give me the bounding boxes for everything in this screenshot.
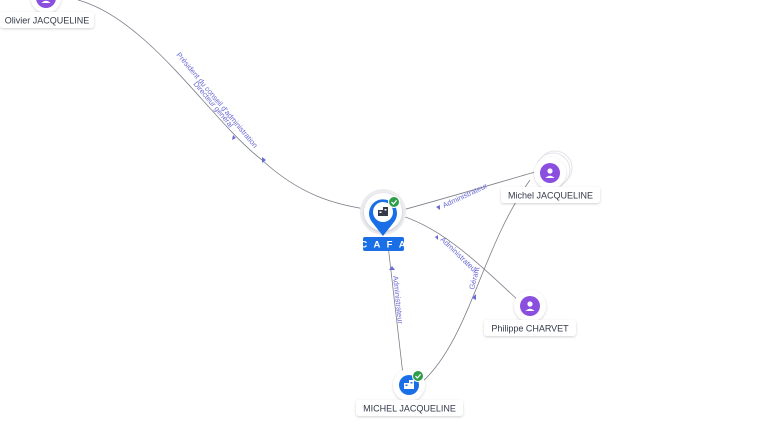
edge-label-michelco-cafa: Administrateur: [391, 275, 405, 325]
verified-check-icon: [388, 196, 400, 208]
node-michel-company[interactable]: MICHEL JACQUELINE: [356, 369, 463, 416]
node-label-michel-person: Michel JACQUELINE: [508, 191, 593, 201]
edge-philippe-cafa: [394, 213, 521, 303]
node-label-michel-company: MICHEL JACQUELINE: [363, 404, 456, 414]
node-olivier[interactable]: Olivier JACQUELINE: [0, 0, 94, 28]
node-label-olivier: Olivier JACQUELINE: [5, 16, 90, 26]
edge-michelco-cafa: [387, 244, 404, 376]
edges: [77, 0, 536, 385]
person-icon: [525, 301, 535, 311]
node-michel-person[interactable]: Michel JACQUELINE: [501, 150, 600, 203]
node-label-philippe: Philippe CHARVET: [491, 324, 569, 334]
edge-label-olivier-cafa-2: Directeur général: [191, 80, 235, 130]
edge-michelco-michel: [419, 179, 531, 385]
building-icon: [378, 207, 388, 216]
edge-label-michel-cafa: Administrateur: [441, 181, 489, 210]
edge-arrows: [232, 135, 476, 300]
arrow-olivier-cafa-2: [232, 135, 236, 140]
building-icon: [404, 380, 414, 389]
person-icon: [545, 168, 555, 178]
edge-michel-cafa: [394, 171, 536, 213]
verified-check-icon: [412, 370, 424, 382]
node-philippe[interactable]: Philippe CHARVET: [484, 290, 576, 336]
edge-olivier-cafa: [77, 0, 373, 211]
arrow-michel-cafa: [436, 205, 440, 210]
arrow-michelco-cafa: [389, 266, 395, 270]
edge-labels: Président du conseil d'administration Di…: [174, 51, 489, 325]
arrow-olivier-cafa: [262, 157, 266, 163]
node-label-cafa: C A F A: [360, 240, 407, 251]
arrow-philippe-cafa: [435, 235, 438, 240]
edge-label-olivier-cafa-1: Président du conseil d'administration: [174, 51, 259, 150]
node-cafa[interactable]: C A F A: [360, 189, 408, 251]
person-icon: [41, 0, 51, 3]
arrow-michelco-michel: [472, 294, 476, 300]
